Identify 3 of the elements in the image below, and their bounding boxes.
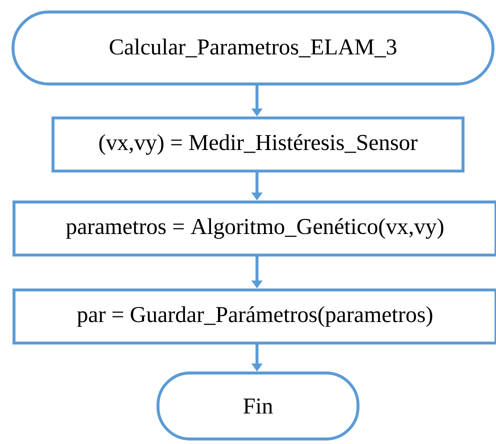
process-box: parametros = Algoritmo_Genético(vx,vy): [12, 200, 496, 256]
process-box: par = Guardar_Parámetros(parametros): [12, 288, 496, 344]
process-box: (vx,vy) = Medir_Histéresis_Sensor: [52, 116, 464, 172]
